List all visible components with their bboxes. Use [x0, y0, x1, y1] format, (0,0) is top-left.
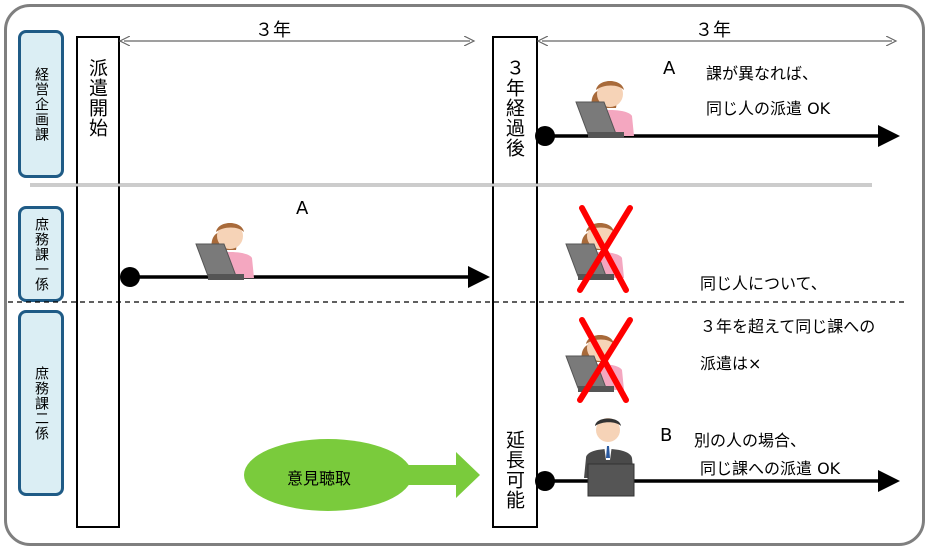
dept-shomu1: 庶務課一係: [18, 206, 64, 302]
cross-mark-shomu2-icon: [577, 317, 633, 403]
opinion-arrow: [244, 439, 480, 511]
dept-keiei: 経営企画課: [18, 30, 64, 178]
diagram-frame: [4, 4, 925, 546]
label-same-person-1: 同じ人について、: [700, 274, 827, 293]
period-label-1: ３年: [255, 20, 291, 41]
label-a-middle: A: [296, 198, 309, 219]
worker-b-icon: [584, 418, 635, 497]
cross-mark-shomu1-icon: [577, 205, 633, 293]
label-a-upper: A: [663, 58, 676, 79]
dept-shomu1-label: 庶務課一係: [33, 216, 49, 292]
label-same-person-2: ３年を超えて同じ課への: [700, 317, 876, 336]
label-b-text-2: 同じ課への派遣 OK: [700, 459, 841, 478]
dept-shomu2: 庶務課二係: [18, 310, 64, 496]
label-b: B: [660, 425, 673, 446]
label-same-person-3: 派遣は×: [700, 354, 762, 373]
after-bar: [492, 36, 538, 528]
label-a-upper-text-1: 課が異なれば、: [706, 64, 819, 83]
start-bar: [76, 36, 120, 528]
dept-keiei-label: 経営企画課: [33, 66, 49, 142]
dept-shomu2-label: 庶務課二係: [33, 365, 49, 441]
label-a-upper-text-2: 同じ人の派遣 OK: [706, 99, 831, 118]
worker-a-icon: [195, 223, 254, 280]
opinion-label: 意見聴取: [287, 469, 352, 488]
period-label-2: ３年: [695, 20, 731, 41]
worker-a-keiei-icon: [575, 81, 634, 138]
timeline-arrow-shomu1: [120, 266, 490, 288]
start-bar-label: 派遣開始: [86, 58, 108, 138]
label-b-text-1: 別の人の場合、: [694, 431, 807, 450]
after-bar-label: ３年経過後: [503, 58, 525, 158]
extendable-label: 延長可能: [503, 430, 525, 510]
